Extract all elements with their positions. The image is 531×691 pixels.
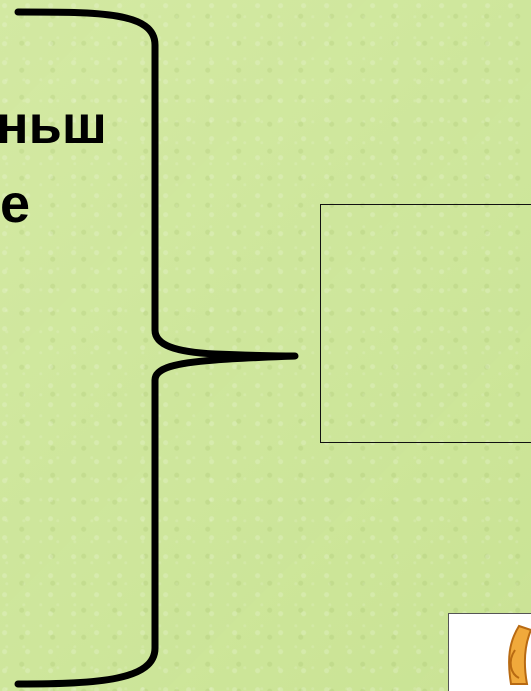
curly-brace [14, 8, 299, 688]
empty-answer-box [320, 204, 531, 443]
text-fragment-line-1: ньш [0, 95, 107, 155]
brace-path [14, 8, 299, 688]
picture-frame [448, 613, 531, 691]
cartoon-figure-icon [508, 624, 531, 685]
text-fragment-line-2: е [0, 174, 31, 234]
